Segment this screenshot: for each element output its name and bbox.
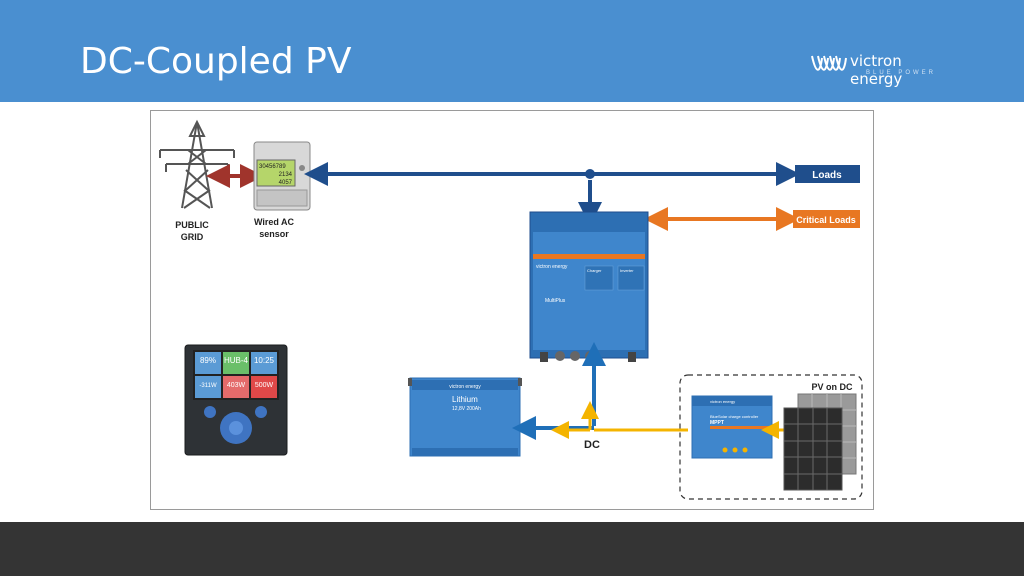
pv-dashed-group: [679, 374, 863, 500]
meter-line2: 2134: [279, 172, 293, 178]
power-pylon-icon: [159, 119, 235, 209]
sensor-label-2: sensor: [259, 229, 289, 239]
battery-title: Lithium: [452, 395, 478, 404]
logo-brand: victron energy: [850, 52, 903, 88]
sensor-label-1: Wired AC: [254, 217, 295, 227]
victron-logo: victron energy BLUE POWER: [808, 50, 958, 88]
slide-title: DC-Coupled PV: [80, 41, 352, 82]
gx-display-panel: [184, 344, 288, 456]
dc-label: DC: [584, 439, 600, 451]
gx-tile3: 10:25: [254, 356, 275, 365]
meter-line1: 30456789: [259, 164, 286, 170]
grid-label-1: PUBLIC: [175, 220, 209, 230]
multiplus-brand: victron energy: [536, 264, 568, 270]
footer-bar: [0, 522, 1024, 576]
loads-label: Loads: [812, 170, 842, 181]
gx-tile1: 89%: [200, 356, 216, 365]
gx-tile4: -311W: [199, 383, 217, 389]
pv-label: PV on DC: [811, 382, 853, 392]
solar-panels-icon: [783, 393, 857, 491]
gx-tile6: 500W: [255, 382, 274, 389]
multiplus-col2: Inverter: [620, 268, 634, 273]
grid-label-2: GRID: [181, 232, 204, 242]
mppt-title: BlueSolar charge controller: [710, 414, 759, 419]
mppt-brand: victron energy: [710, 399, 735, 404]
gx-tile5: 403W: [227, 382, 246, 389]
logo-tagline: BLUE POWER: [866, 70, 937, 76]
ac-bus-junction: [585, 169, 595, 179]
header-bar: DC-Coupled PV victron energy BLUE POWER: [0, 0, 1024, 102]
ac-sensor-meter: [253, 141, 311, 211]
gx-tile2: HUB-4: [224, 356, 249, 365]
multiplus-col1: Charger: [587, 268, 602, 273]
meter-line3: 4057: [279, 180, 293, 186]
multiplus-inverter: [529, 211, 649, 362]
mppt-model: MPPT: [710, 420, 724, 426]
multiplus-model: MultiPlus: [545, 298, 566, 304]
critical-loads-box: [793, 210, 860, 228]
victron-wave-icon: [811, 55, 847, 71]
critical-loads-label: Critical Loads: [796, 215, 856, 225]
battery-spec: 12,8V 200Ah: [452, 406, 481, 412]
mppt-controller: [691, 395, 773, 459]
loads-box: [795, 165, 860, 183]
battery-brand: victron energy: [449, 384, 481, 390]
lithium-battery: [408, 377, 522, 457]
